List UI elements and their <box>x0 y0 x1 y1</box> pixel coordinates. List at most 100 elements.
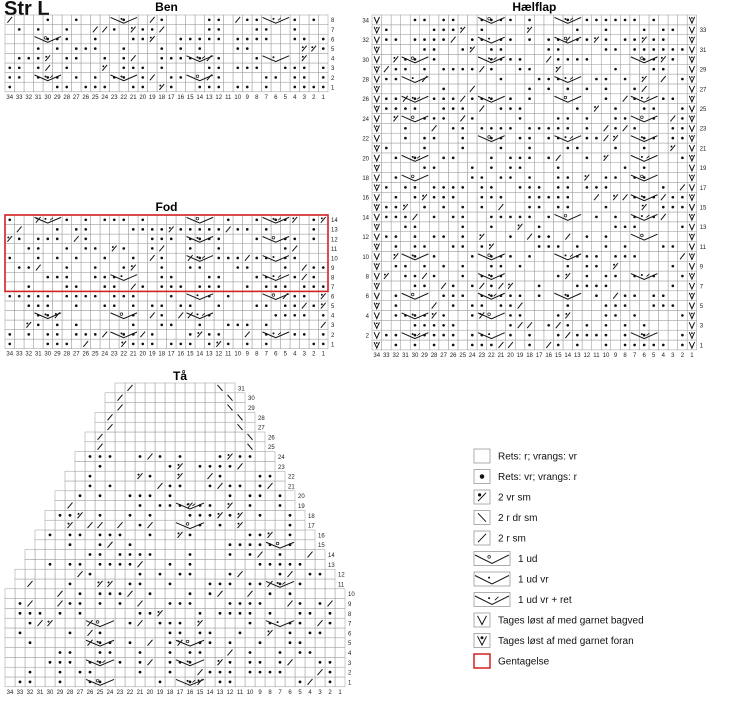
stitch-cell <box>174 647 186 658</box>
column-number: 9 <box>614 353 618 359</box>
stitch-cell <box>144 539 156 550</box>
stitch-cell <box>505 64 516 75</box>
stitch-cell <box>254 461 266 472</box>
purl-dot-icon <box>131 66 135 70</box>
stitch-cell <box>658 103 669 114</box>
stitch-cell <box>34 549 46 560</box>
k2tog-icon <box>244 331 251 338</box>
row-number-right: 8 <box>348 612 352 618</box>
stitch-cell <box>591 231 602 242</box>
stitch-cell <box>154 519 166 531</box>
purl-dot-icon <box>48 533 52 537</box>
stitch-cell <box>114 431 126 443</box>
stitch-cell <box>137 262 148 273</box>
stitch-cell <box>467 211 478 223</box>
stitch-cell <box>34 657 46 668</box>
stitch-cell <box>400 192 411 203</box>
stitch-cell <box>543 270 554 282</box>
stitch-cell <box>114 666 126 678</box>
row-number-right: 13 <box>331 228 338 234</box>
purl-dot-icon <box>623 343 627 347</box>
stitch-cell <box>213 319 224 330</box>
stitch-cell <box>261 310 272 321</box>
stitch-cell <box>124 598 136 609</box>
k2tog-icon <box>459 95 466 102</box>
p2tog-icon <box>479 312 485 319</box>
purl-dot-icon <box>103 304 107 308</box>
stitch-cell <box>34 539 46 550</box>
yarnover-udvrret-icon <box>630 273 658 281</box>
stitch-cell <box>184 412 196 423</box>
stitch-cell <box>124 666 136 678</box>
stitch-cell <box>74 637 86 648</box>
row-number-right: 18 <box>308 514 315 520</box>
purl-dot-icon <box>451 215 455 219</box>
k2tog-icon <box>412 213 418 221</box>
purl-dot-icon <box>537 126 541 130</box>
stitch-cell <box>166 300 177 311</box>
purl-dot-icon <box>74 256 78 260</box>
stitch-cell <box>232 272 243 283</box>
yarnover-dot-icon <box>640 136 643 139</box>
stitch-cell <box>648 24 659 35</box>
purl-dot-icon <box>218 455 222 458</box>
stitch-cell <box>476 54 487 65</box>
stitch-cell <box>264 598 276 609</box>
column-number: 31 <box>35 352 42 358</box>
purl-dot-icon <box>293 37 297 41</box>
column-number: 5 <box>652 353 656 359</box>
stitch-cell <box>261 262 272 273</box>
purl-dot-icon <box>404 67 407 71</box>
purl-dot-icon <box>268 592 272 596</box>
purl-dot-icon <box>394 156 398 160</box>
stitch-cell <box>572 44 583 55</box>
stitch-cell <box>234 676 246 688</box>
stitch-cell <box>505 241 516 252</box>
purl-dot-icon <box>623 225 627 229</box>
stitch-cell <box>154 490 166 501</box>
purl-dot-icon <box>74 47 78 50</box>
purl-dot-icon <box>556 117 560 120</box>
stitch-cell <box>400 320 411 331</box>
stitch-cell <box>234 559 246 570</box>
purl-dot-icon <box>394 215 398 219</box>
purl-dot-icon <box>238 631 242 635</box>
purl-dot-icon <box>268 670 272 674</box>
stitch-cell <box>14 657 26 668</box>
stitch-cell <box>74 578 86 590</box>
yarnover-udvrret-icon <box>554 135 582 143</box>
stitch-cell <box>318 252 329 263</box>
stitch-cell <box>99 224 110 235</box>
column-number: 31 <box>35 95 42 101</box>
stitch-cell <box>175 81 186 93</box>
purl-dot-icon <box>68 631 72 635</box>
purl-dot-icon <box>404 126 407 130</box>
purl-dot-icon <box>490 195 493 199</box>
stitch-cell <box>134 392 146 403</box>
stitch-cell <box>54 568 66 580</box>
purl-dot-icon <box>604 245 608 248</box>
yarnover-ud-icon <box>262 293 290 301</box>
stitch-cell <box>164 441 176 452</box>
stitch-cell <box>543 221 554 232</box>
stitch-cell <box>114 617 126 629</box>
purl-dot-icon <box>278 504 282 507</box>
stitch-cell <box>34 598 46 609</box>
stitch-cell <box>204 252 215 263</box>
stitch-cell <box>124 529 136 541</box>
purl-dot-icon <box>585 126 589 130</box>
column-number: 34 <box>6 95 13 101</box>
stitch-cell <box>429 261 440 272</box>
legend-label: Gentagelse <box>498 657 550 668</box>
purl-dot-icon <box>288 513 292 517</box>
p2tog-icon <box>168 226 175 233</box>
column-number: 19 <box>157 690 164 696</box>
purl-dot-icon <box>169 275 173 279</box>
purl-dot-icon <box>633 294 636 298</box>
stitch-cell <box>134 402 146 413</box>
column-number: 6 <box>288 690 292 696</box>
stitch-cell <box>61 252 72 263</box>
column-number: 3 <box>671 353 675 359</box>
slip-wyib-icon <box>688 105 696 113</box>
yarnover-loop-icon <box>185 522 190 526</box>
